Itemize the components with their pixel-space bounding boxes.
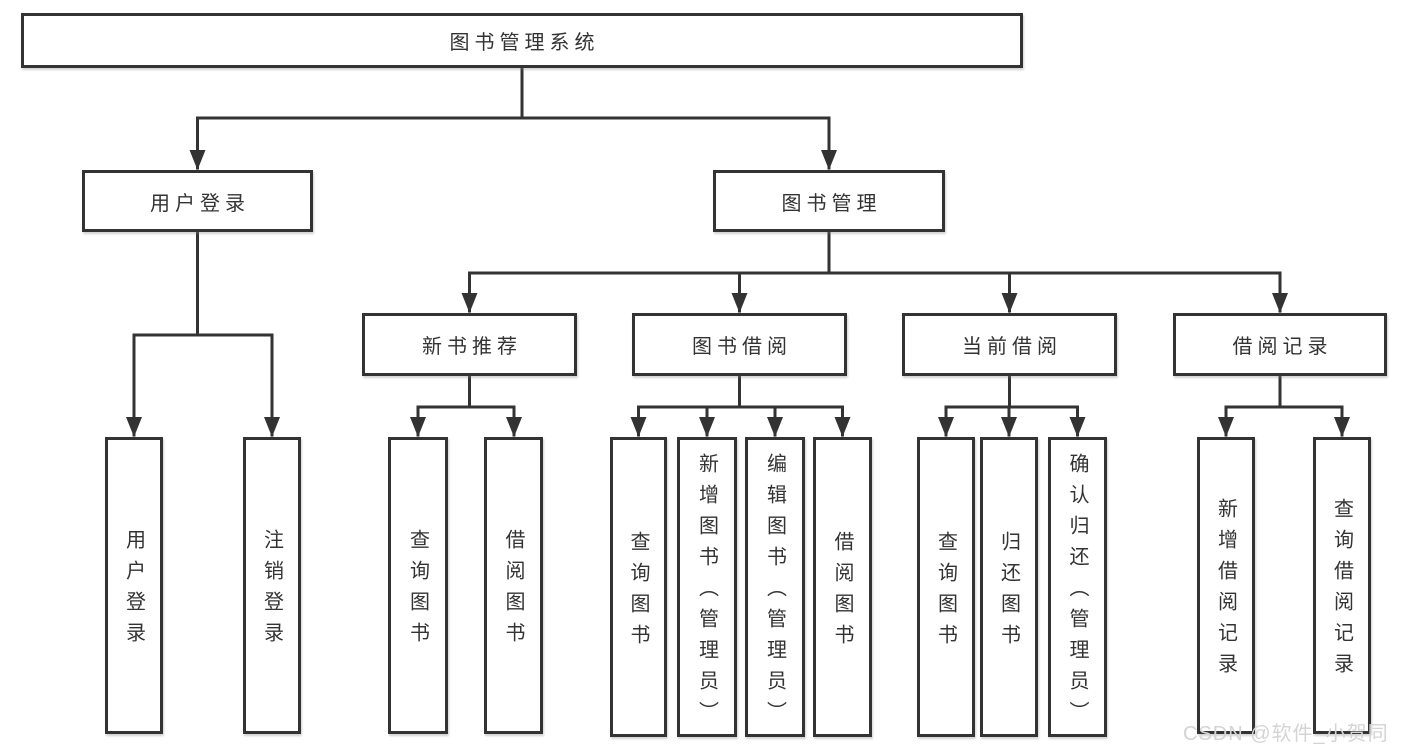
node-cb-confirm-return: 确认归还（管理员） [1048,437,1107,737]
node-bb-edit-book: 编辑图书（管理员） [745,437,805,737]
edges-new-book-rec-to-children [410,374,522,437]
node-cb-query-book: 查询图书 [917,437,975,737]
edges-book-borrow-to-children [630,374,851,437]
node-bb-borrow-book: 借阅图书 [813,437,872,737]
node-book-mgmt: 图书管理 [713,170,945,232]
node-user-login: 用户登录 [82,170,313,232]
node-root: 图书管理系统 [21,13,1023,68]
node-bb-query-book: 查询图书 [610,437,667,737]
node-nbr-query-book: 查询图书 [388,437,448,734]
node-borrow-record: 借阅记录 [1173,313,1387,376]
edges-current-borrow-to-children [938,374,1086,437]
edges-user-login-to-children [126,230,280,437]
node-logout-op: 注销登录 [243,437,301,734]
node-br-add-record: 新增借阅记录 [1197,437,1255,734]
node-new-book-rec: 新书推荐 [362,313,577,376]
node-user-login-op: 用户登录 [105,437,163,734]
node-current-borrow: 当前借阅 [902,313,1117,376]
node-cb-return-book: 归还图书 [980,437,1038,737]
node-br-query-record: 查询借阅记录 [1313,437,1371,734]
edges-book-mgmt-to-level2 [461,230,1288,313]
node-bb-add-book: 新增图书（管理员） [677,437,737,737]
edges-borrow-record-to-children [1218,374,1350,437]
edges-root-to-level1 [189,66,837,170]
node-nbr-borrow-book: 借阅图书 [484,437,543,734]
node-book-borrow: 图书借阅 [632,313,847,376]
